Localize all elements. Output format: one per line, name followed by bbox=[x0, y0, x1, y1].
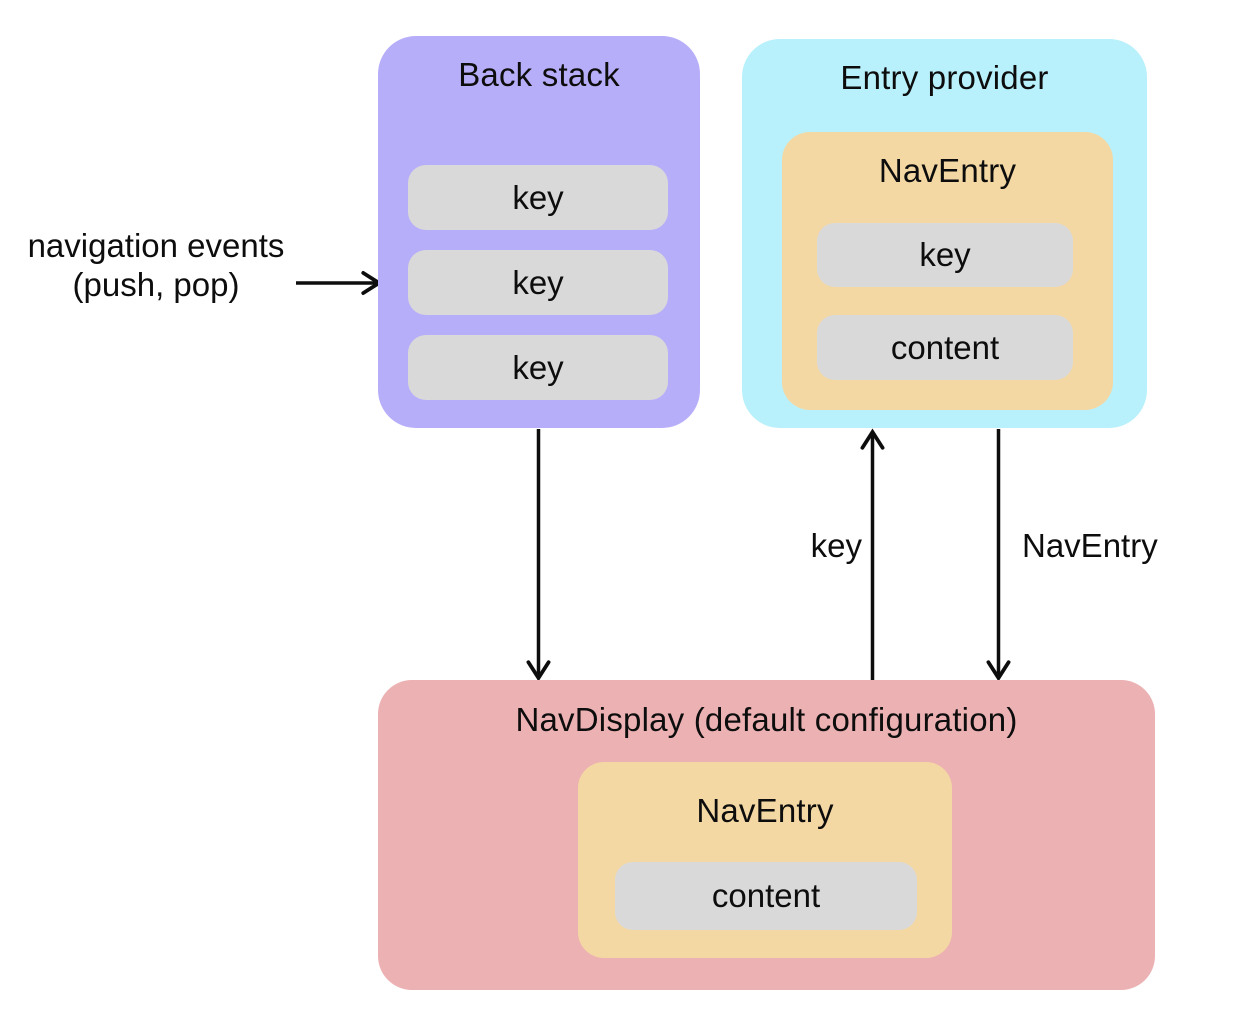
key-arrow-label: key bbox=[810, 527, 862, 564]
nav-display-naventry-box: NavEntry content bbox=[578, 762, 952, 958]
nav-display-box: NavDisplay (default configuration) NavEn… bbox=[378, 680, 1155, 990]
back-stack-key-slot: key bbox=[408, 335, 668, 400]
naventry-content-slot: content bbox=[817, 315, 1073, 380]
nav-display-naventry-title: NavEntry bbox=[696, 792, 834, 829]
naventry-content-slot: content bbox=[615, 862, 917, 930]
back-stack-key-slot: key bbox=[408, 165, 668, 230]
naventry-arrow-label: NavEntry bbox=[1022, 527, 1158, 564]
entry-provider-naventry-title: NavEntry bbox=[878, 152, 1017, 189]
entry-provider-title: Entry provider bbox=[840, 59, 1049, 96]
naventry-key-slot: key bbox=[817, 223, 1073, 287]
navigation-events-label: navigation events (push, pop) bbox=[8, 226, 304, 304]
back-stack-title: Back stack bbox=[458, 56, 620, 93]
nav-display-title: NavDisplay (default configuration) bbox=[515, 701, 1018, 738]
entry-provider-box: Entry provider NavEntry key content bbox=[742, 39, 1147, 428]
navigation-events-line2: (push, pop) bbox=[72, 266, 240, 303]
back-stack-key-slot: key bbox=[408, 250, 668, 315]
navigation-events-line1: navigation events bbox=[27, 227, 285, 264]
entry-provider-naventry-box: NavEntry key content bbox=[782, 132, 1113, 410]
back-stack-box: Back stack key key key bbox=[378, 36, 700, 428]
